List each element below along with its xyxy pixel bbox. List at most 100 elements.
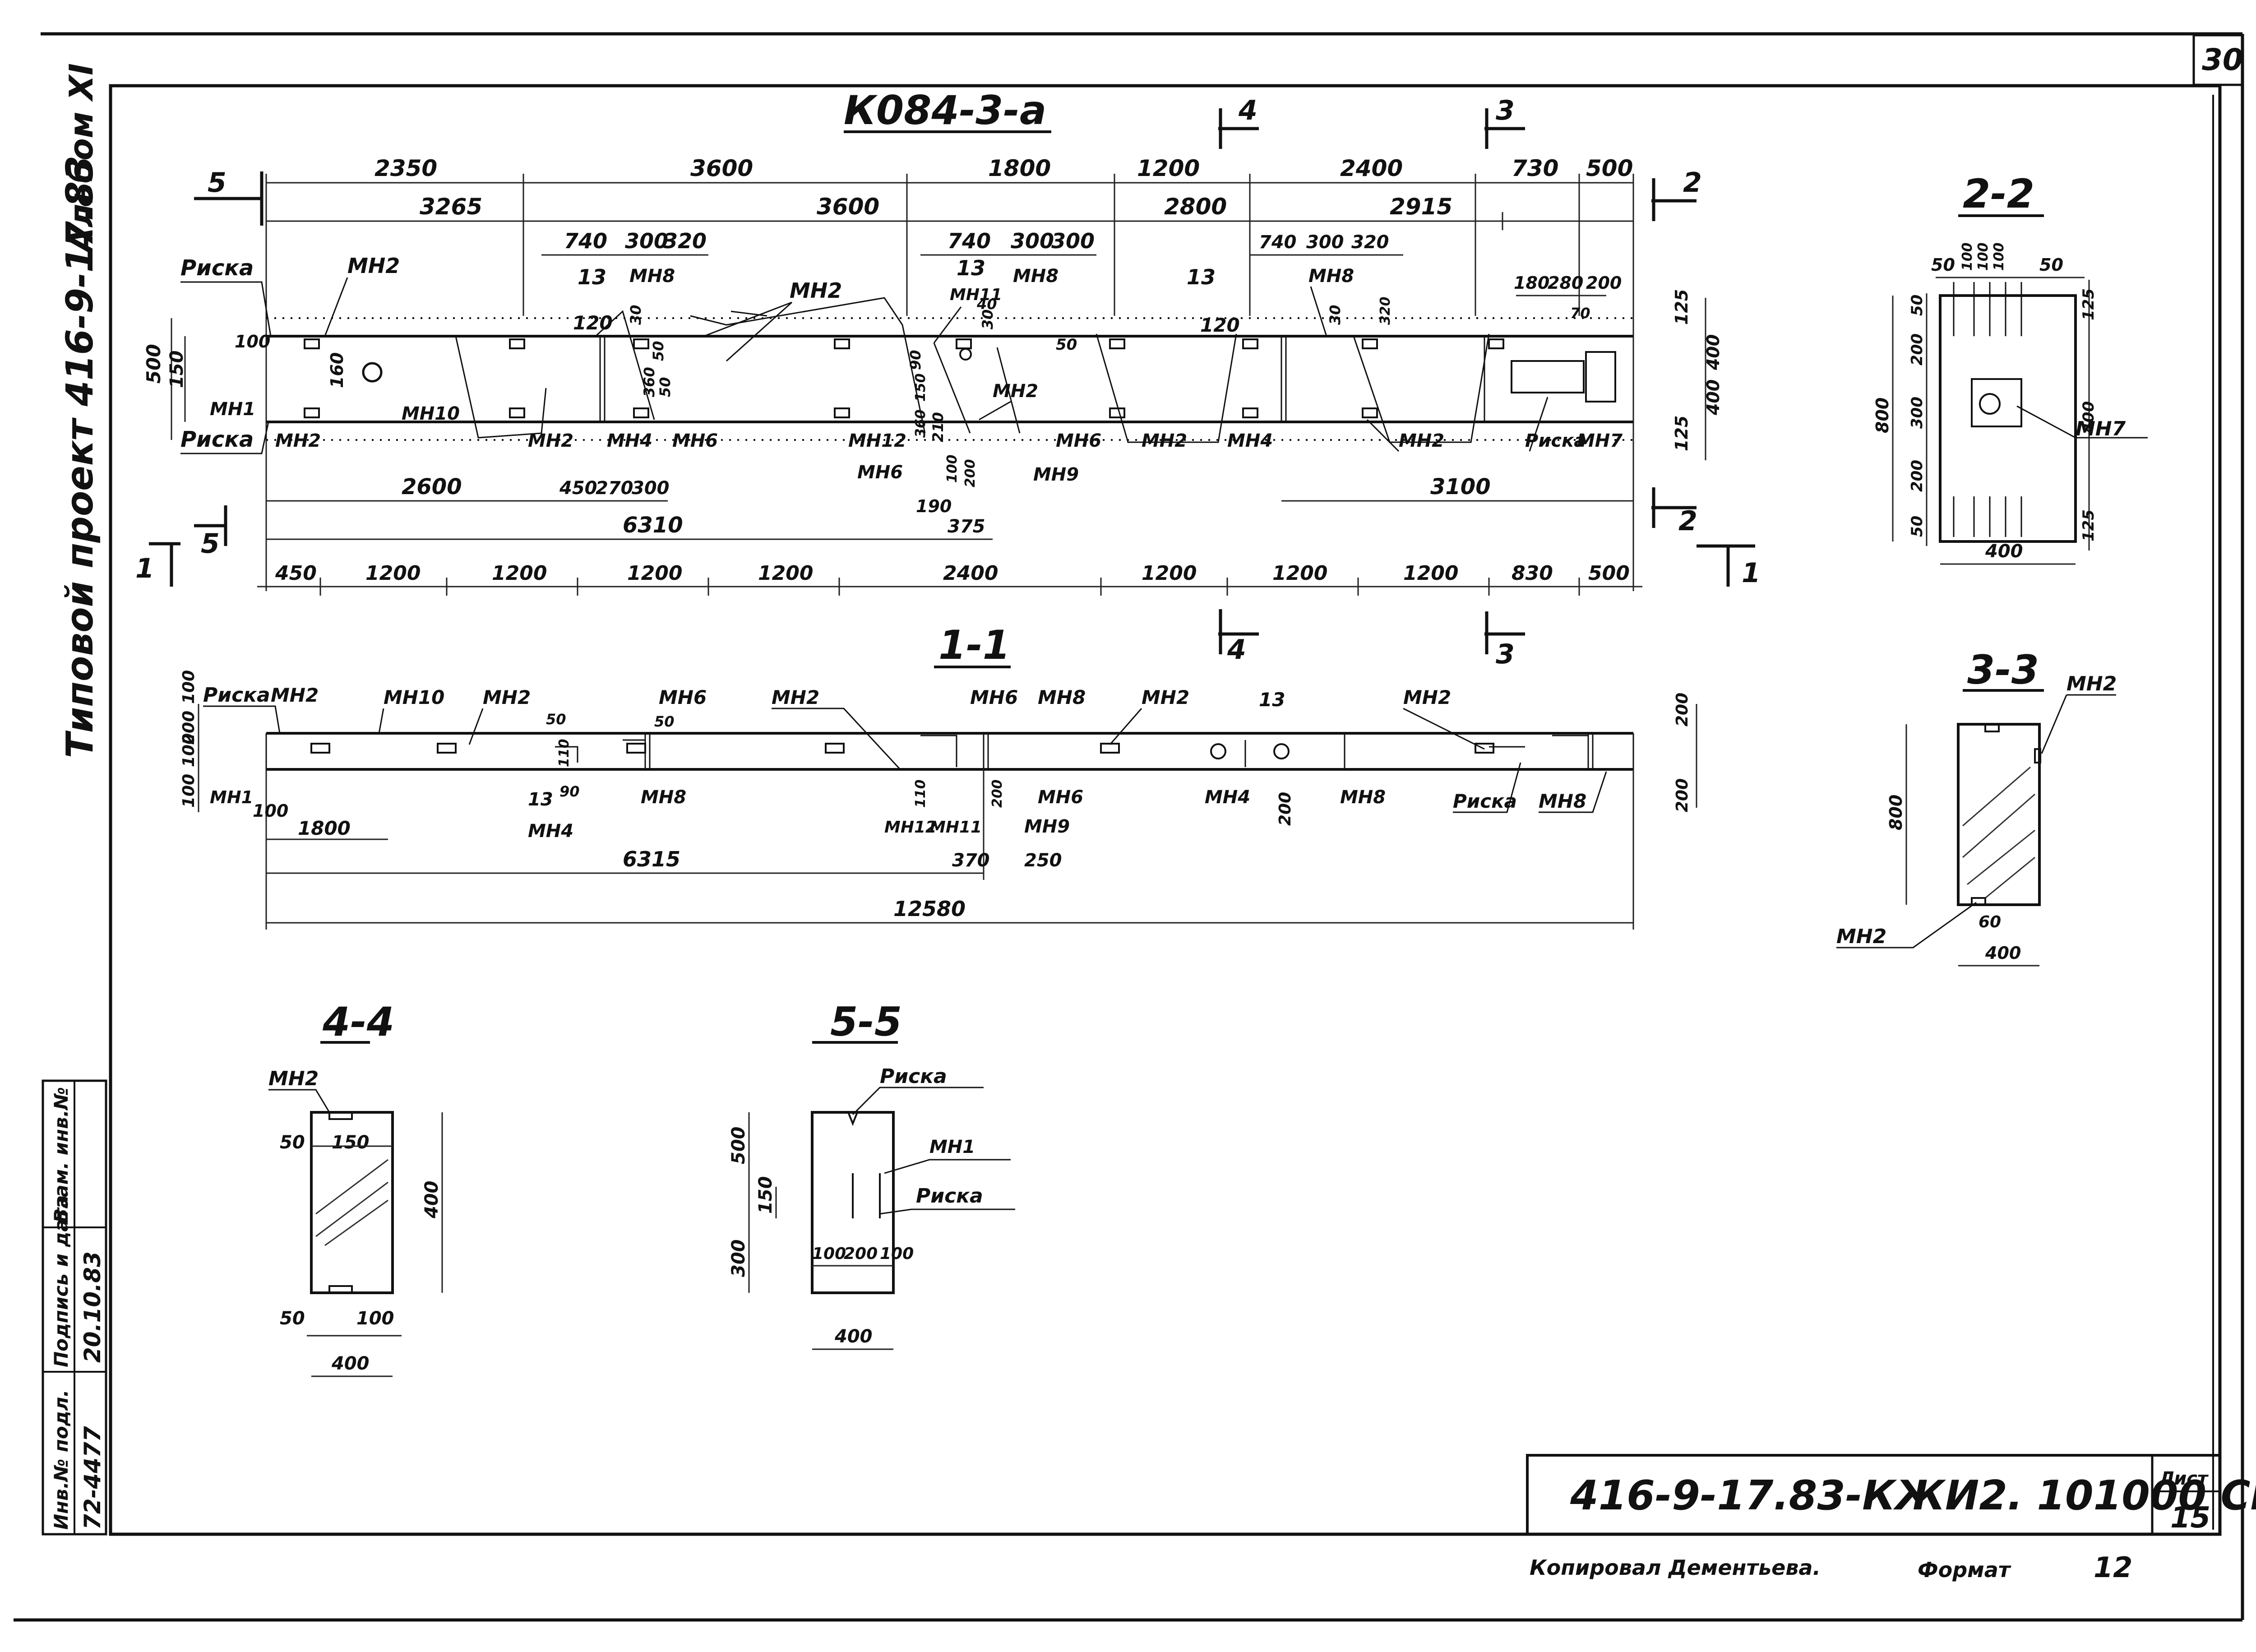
plan-left-dims: 500 150 100 160 <box>143 318 347 440</box>
svg-text:МН8: МН8 <box>641 787 686 808</box>
svg-text:МН2: МН2 <box>1403 686 1451 708</box>
svg-text:2400: 2400 <box>1340 155 1403 181</box>
svg-text:120: 120 <box>573 312 613 334</box>
main-title: К084-3-а <box>844 87 1046 134</box>
svg-text:830: 830 <box>1512 562 1553 585</box>
svg-text:МН2: МН2 <box>483 686 531 708</box>
cut-marker-3-bottom: 3 <box>1484 611 1525 670</box>
svg-text:МН6: МН6 <box>970 686 1018 708</box>
svg-text:375: 375 <box>948 516 985 537</box>
svg-text:200: 200 <box>1908 460 1926 492</box>
svg-text:210: 210 <box>929 412 947 442</box>
section-1-1-title: 1-1 <box>938 622 1010 668</box>
svg-text:360: 360 <box>913 409 929 438</box>
svg-text:500: 500 <box>143 344 165 384</box>
svg-text:МН2: МН2 <box>1399 430 1444 451</box>
section-4-4-title: 4-4 <box>322 999 394 1045</box>
svg-text:100: 100 <box>1975 242 1991 271</box>
svg-text:50: 50 <box>280 1132 305 1153</box>
svg-text:МН8: МН8 <box>1539 790 1586 812</box>
plan-bottom-dims: 2600 450 270 300 3100 6310 190 375 450 1… <box>257 474 1642 596</box>
svg-text:4: 4 <box>1227 634 1246 666</box>
cut-marker-3-top: 3 <box>1484 95 1525 149</box>
svg-text:200: 200 <box>180 711 198 745</box>
cut-marker-4-bottom: 4 <box>1218 609 1259 666</box>
album-label: Альбом XI <box>62 63 100 255</box>
svg-text:450: 450 <box>275 562 317 585</box>
svg-text:740: 740 <box>564 229 607 253</box>
svg-text:12580: 12580 <box>893 897 966 921</box>
svg-text:400: 400 <box>1985 541 2023 562</box>
svg-text:2: 2 <box>1683 167 1702 199</box>
section-4-4: 4-4 МН2 50 150 400 50 100 400 <box>268 999 443 1377</box>
svg-text:МН1: МН1 <box>210 399 255 420</box>
title-block: 416-9-17.83-КЖИ2. 101000 СБ Лист 15 <box>1526 1454 2256 1536</box>
side-stamp: Инв.№ подл. Подпись и дата Взам. инв.№ 7… <box>42 1079 107 1536</box>
svg-text:МН4: МН4 <box>1205 787 1250 808</box>
svg-text:150: 150 <box>166 351 187 389</box>
svg-text:100: 100 <box>880 1245 914 1263</box>
svg-text:110: 110 <box>556 739 572 767</box>
stamp-col3-header: Взам. инв.№ <box>50 1087 72 1223</box>
svg-text:200: 200 <box>1908 333 1926 366</box>
svg-text:50: 50 <box>546 711 566 728</box>
svg-text:МН4: МН4 <box>1227 430 1273 451</box>
beam-plan-outline <box>266 297 1633 443</box>
drawing-code: 416-9-17.83-КЖИ2. 101000 СБ <box>1570 1472 2256 1519</box>
svg-text:МН10: МН10 <box>384 686 444 708</box>
svg-text:МН8: МН8 <box>1038 686 1086 708</box>
svg-text:800: 800 <box>1886 795 1906 830</box>
svg-text:190: 190 <box>916 496 952 516</box>
svg-text:300: 300 <box>1011 229 1054 253</box>
svg-text:90: 90 <box>907 350 924 370</box>
svg-text:МН2: МН2 <box>993 381 1038 402</box>
svg-text:50: 50 <box>2039 255 2063 275</box>
project-label: Типовой проект 416-9-17.83 <box>59 156 102 758</box>
svg-text:МН12: МН12 <box>884 818 937 837</box>
cut-marker-5-top: 5 <box>194 167 264 226</box>
svg-text:400: 400 <box>2080 401 2098 434</box>
format-label: Формат <box>1918 1558 2011 1582</box>
svg-text:1800: 1800 <box>298 817 351 839</box>
svg-text:200: 200 <box>1673 778 1692 812</box>
svg-text:50: 50 <box>650 341 667 361</box>
top-dim-chain-2: 3265 3600 2800 2915 <box>266 194 1633 230</box>
svg-text:400: 400 <box>1703 334 1723 370</box>
svg-text:1200: 1200 <box>492 562 547 585</box>
svg-text:150: 150 <box>913 373 929 402</box>
section-3-3: 3-3 800 400 60 МН2 МН2 <box>1836 647 2117 967</box>
svg-text:400: 400 <box>331 1353 370 1374</box>
svg-text:280: 280 <box>1548 273 1583 293</box>
svg-text:360: 360 <box>641 367 658 397</box>
cut-marker-2-bottom: 2 <box>1651 487 1697 537</box>
svg-text:40: 40 <box>976 296 997 313</box>
svg-text:МН10: МН10 <box>402 403 460 424</box>
copied-by: Копировал Дементьева. <box>1530 1555 1821 1580</box>
stamp-col2-header: Подпись и дата <box>50 1195 72 1367</box>
svg-text:МН12: МН12 <box>848 430 906 451</box>
svg-text:13: 13 <box>957 256 985 280</box>
plan-small-dims: 30 50 50 360 90 210 30 40 50 30 320 150 … <box>627 296 1590 487</box>
svg-text:2600: 2600 <box>402 474 462 500</box>
svg-text:МН6: МН6 <box>857 462 903 483</box>
svg-text:50: 50 <box>1908 516 1926 537</box>
svg-text:100: 100 <box>180 774 198 808</box>
list-number: 15 <box>2170 1501 2210 1535</box>
page-number: 30 <box>2202 42 2243 77</box>
svg-text:100: 100 <box>944 454 960 483</box>
svg-text:30: 30 <box>979 309 996 329</box>
svg-text:3600: 3600 <box>690 155 753 181</box>
section-2-2-title: 2-2 <box>1963 171 2034 217</box>
svg-text:500: 500 <box>1588 562 1630 585</box>
svg-text:МН8: МН8 <box>1013 266 1059 287</box>
svg-text:100: 100 <box>812 1245 846 1263</box>
svg-text:50: 50 <box>1908 295 1926 316</box>
svg-text:МН2: МН2 <box>790 278 842 303</box>
svg-text:МН2: МН2 <box>275 430 321 451</box>
svg-text:6315: 6315 <box>623 847 680 871</box>
plan-labels: Риска МН2 МН8 МН2 МН11 МН8 МН8 МН1 Риска… <box>180 254 1623 485</box>
svg-text:3: 3 <box>1496 95 1515 126</box>
svg-text:50: 50 <box>1931 255 1955 275</box>
svg-text:МН2: МН2 <box>347 254 400 278</box>
svg-text:3265: 3265 <box>420 194 482 220</box>
